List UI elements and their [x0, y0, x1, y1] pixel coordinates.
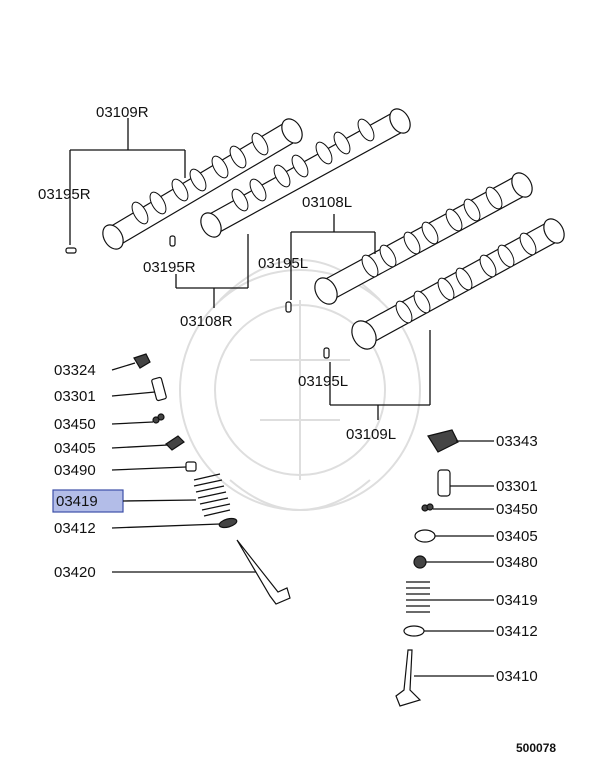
label-right-03405[interactable]: 03405 — [496, 528, 538, 545]
right-leaders — [414, 440, 494, 677]
label-right-03419[interactable]: 03419 — [496, 592, 538, 609]
label-03195R-left[interactable]: 03195R — [38, 186, 91, 203]
label-right-03412[interactable]: 03412 — [496, 623, 538, 640]
left-leaders — [111, 362, 256, 573]
label-03195R-mid[interactable]: 03195R — [143, 259, 196, 276]
label-03195L-right[interactable]: 03195L — [298, 373, 348, 390]
label-03109R[interactable]: 03109R — [96, 104, 149, 121]
left-valvetrain — [133, 353, 291, 605]
label-right-03343[interactable]: 03343 — [496, 433, 538, 450]
label-left-03450[interactable]: 03450 — [54, 416, 96, 433]
label-right-03410[interactable]: 03410 — [496, 668, 538, 685]
label-left-03301[interactable]: 03301 — [54, 388, 96, 405]
label-right-03450[interactable]: 03450 — [496, 501, 538, 518]
label-left-03412[interactable]: 03412 — [54, 520, 96, 537]
pin-03195L-right — [323, 347, 330, 359]
label-03108L[interactable]: 03108L — [302, 194, 352, 211]
label-03108R[interactable]: 03108R — [180, 313, 233, 330]
label-left-03405[interactable]: 03405 — [54, 440, 96, 457]
label-right-03480[interactable]: 03480 — [496, 554, 538, 571]
label-left-03420[interactable]: 03420 — [54, 564, 96, 581]
camshaft-leaders — [69, 118, 431, 420]
camshaft-03108L — [314, 172, 533, 305]
camshaft-03108R — [200, 108, 411, 238]
right-valvetrain — [395, 429, 459, 707]
diagram-number: 500078 — [516, 741, 556, 755]
watermark-emblem — [179, 259, 421, 511]
label-right-03301[interactable]: 03301 — [496, 478, 538, 495]
camshaft-03109L — [351, 218, 565, 350]
label-03195L-left[interactable]: 03195L — [258, 255, 308, 272]
label-left-03324[interactable]: 03324 — [54, 362, 96, 379]
pin-03195R-mid — [169, 235, 176, 247]
pin-03195L-left — [285, 301, 292, 313]
label-left-03490[interactable]: 03490 — [54, 462, 96, 479]
label-03109L[interactable]: 03109L — [346, 426, 396, 443]
camshaft-03109R — [102, 118, 303, 250]
pin-03195R-left — [65, 247, 77, 254]
label-left-03419[interactable]: 03419 — [56, 493, 98, 510]
